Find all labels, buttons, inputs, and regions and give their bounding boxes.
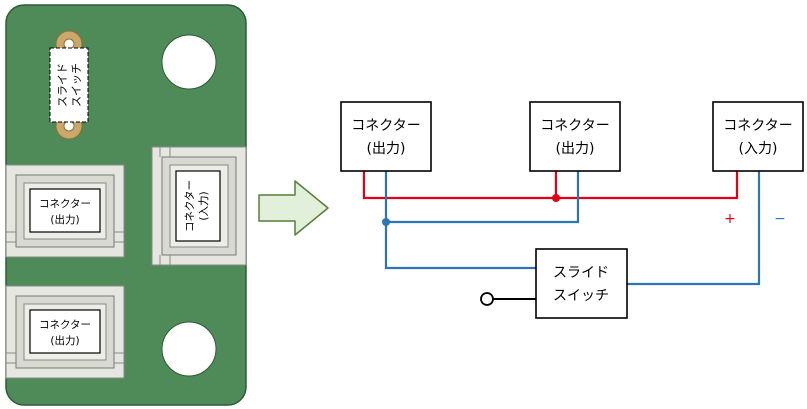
positive-wire: [362, 171, 739, 200]
board-switch-label-2: スイッチ: [70, 63, 83, 107]
board-connector-left-bottom-label-2: (出力): [50, 334, 79, 347]
connector-out-1-label-2: (出力): [367, 141, 406, 157]
board-slide-switch: スライド スイッチ: [49, 30, 89, 140]
connector-out-2-label-1: コネクター: [540, 118, 609, 134]
circuit-connector-out-1: コネクター (出力): [340, 101, 432, 172]
right-arrow-icon: [258, 180, 329, 236]
connector-in-label-2: (入力): [739, 141, 778, 157]
negative-wire-out1: [384, 171, 536, 270]
board-connector-left-bottom-label-1: コネクター: [39, 319, 91, 331]
slide-switch-label-1: スライド: [553, 265, 609, 281]
minus-label: −: [774, 211, 786, 227]
switch-body: [49, 47, 89, 123]
circuit-slide-switch: スライド スイッチ: [535, 248, 628, 319]
switch-terminal: [480, 292, 494, 306]
board-connector-left-bottom: コネクター (出力): [5, 285, 125, 379]
mounting-hole-bottom: [161, 321, 217, 377]
positive-junction-dot: [552, 194, 560, 202]
circuit-wires: [362, 171, 761, 300]
negative-junction-dot: [382, 218, 390, 226]
connector-out-2-label-2: (出力): [556, 141, 595, 157]
board-switch-label-1: スライド: [56, 63, 69, 107]
slide-switch-label-2: スイッチ: [553, 288, 609, 304]
board-connector-left-top-label-1: コネクター: [39, 198, 91, 210]
board-connector-left-top: コネクター (出力): [5, 164, 125, 258]
connector-out-1-label-1: コネクター: [351, 118, 420, 134]
board-connector-right-label-1: コネクター: [184, 180, 196, 232]
pcb-board: スライド スイッチ コネクター (出力) コネクター (入力): [5, 4, 247, 406]
connector-in-label-1: コネクター: [723, 118, 792, 134]
negative-wire-out2: [386, 171, 580, 224]
circuit-connector-out-2: コネクター (出力): [529, 101, 621, 172]
board-connector-right: コネクター (入力): [151, 146, 247, 266]
negative-wire-in: [627, 171, 761, 286]
board-connector-left-top-label-2: (出力): [50, 213, 79, 226]
mounting-hole-top: [161, 34, 217, 90]
board-connector-right-label-2: (入力): [197, 191, 210, 220]
circuit-connector-in: コネクター (入力): [712, 101, 804, 172]
plus-label: +: [724, 211, 736, 227]
